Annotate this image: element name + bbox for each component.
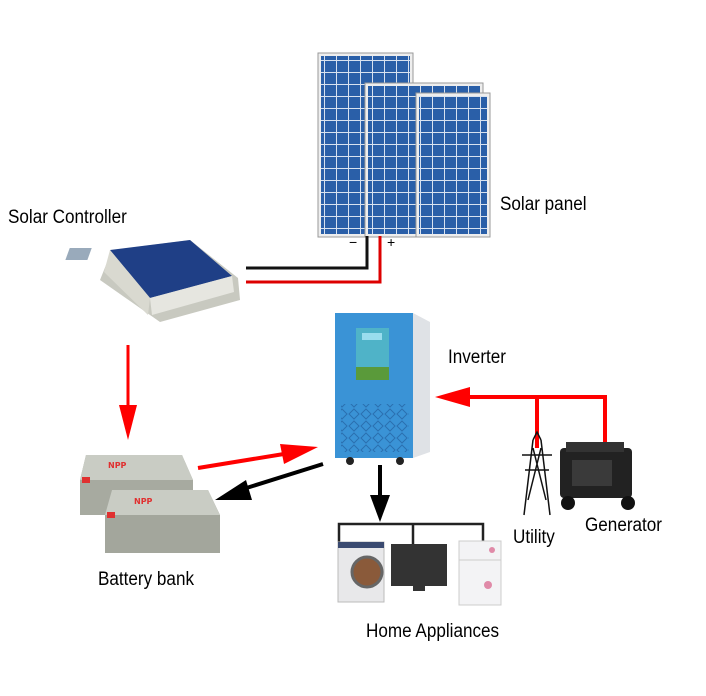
utility-tower-icon (522, 430, 552, 516)
battery-logo: NPP (108, 461, 127, 470)
panel-negative-label: − (349, 234, 357, 250)
home-appliances-label: Home Appliances (366, 621, 500, 642)
battery-bank-image: NPP NPP (80, 455, 220, 553)
arrow-sources-to-inverter (435, 387, 607, 448)
generator-label: Generator (585, 515, 662, 536)
home-appliances-image (337, 540, 502, 606)
positive-cable (246, 236, 382, 284)
utility-label: Utility (513, 527, 555, 548)
panel-positive-label: + (387, 234, 395, 250)
solar-controller-image (65, 240, 240, 322)
solar-controller-label: Solar Controller (8, 207, 127, 228)
solar-panel-label: Solar panel (500, 194, 587, 215)
inverter-image (335, 313, 430, 465)
arrow-battery-to-inverter (197, 444, 318, 470)
solar-panel-image (317, 52, 491, 238)
generator-image (560, 442, 635, 510)
battery-bank-label: Battery bank (98, 569, 195, 590)
battery-logo: NPP (134, 497, 153, 506)
arrow-inverter-to-appliances (337, 465, 485, 545)
negative-cable (246, 236, 369, 270)
arrow-controller-to-battery (119, 345, 137, 440)
inverter-label: Inverter (448, 347, 506, 368)
arrow-inverter-to-battery (215, 462, 324, 500)
